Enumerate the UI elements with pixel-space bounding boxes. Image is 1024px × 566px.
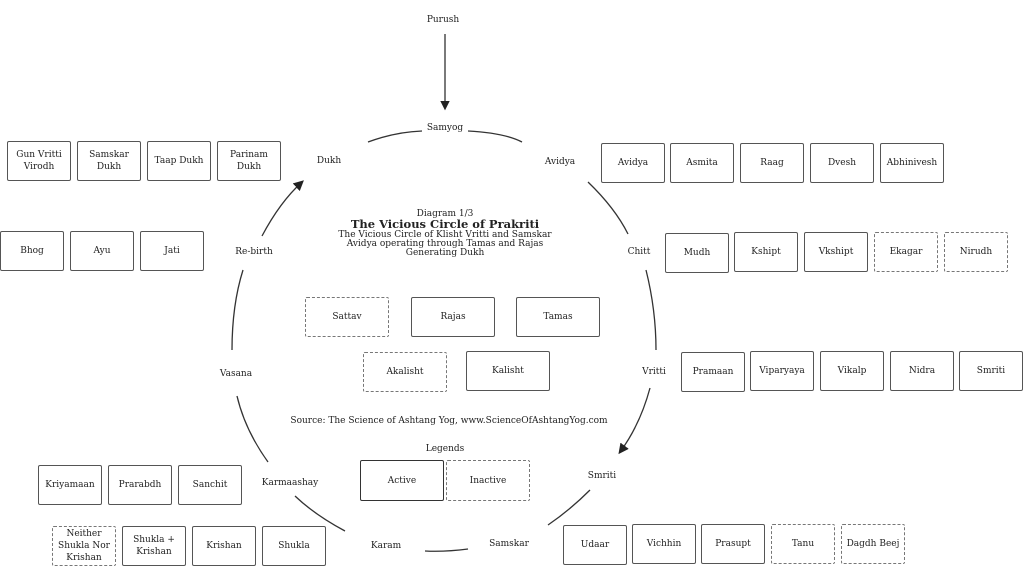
legend-active: Active: [360, 460, 444, 501]
dukh-box: Samskar Dukh: [77, 141, 141, 181]
label-samyog: Samyog: [426, 123, 464, 133]
label-purush: Purush: [426, 15, 460, 25]
guna-rajas: Rajas: [411, 297, 495, 337]
state-akalisht: Akalisht: [363, 352, 447, 392]
label-avidya: Avidya: [544, 157, 576, 167]
samskar-box: Tanu: [771, 524, 835, 564]
arc-samskar-karam: [424, 548, 469, 552]
label-dukh: Dukh: [316, 156, 342, 166]
label-karam: Karam: [370, 541, 402, 551]
subtitle-line-2: Avidya operating through Tamas and Rajas: [346, 239, 544, 249]
subtitle-line-3: Generating Dukh: [405, 248, 485, 258]
subtitle-line-1: The Vicious Circle of Klisht Vritti and …: [338, 230, 552, 240]
avidya-box: Dvesh: [810, 143, 874, 183]
chitt-box: Vkshipt: [804, 232, 868, 272]
rebirth-box: Jati: [140, 231, 204, 271]
arc-rebirth-dukh: [261, 180, 304, 237]
karam-box: Neither Shukla Nor Krishan: [52, 526, 116, 566]
avidya-box: Avidya: [601, 143, 665, 183]
rebirth-box: Bhog: [0, 231, 64, 271]
vritti-box: Nidra: [890, 351, 954, 391]
arc-avidya-chitt: [587, 181, 629, 235]
arc-samyog-avidya: [467, 130, 523, 143]
arc-vasana-rebirth: [231, 269, 244, 351]
label-rebirth: Re-birth: [235, 247, 273, 257]
arc-vritti-smriti: [618, 387, 651, 455]
arc-chitt-vritti: [645, 269, 657, 351]
karmaashay-box: Prarabdh: [108, 465, 172, 505]
chitt-box: Mudh: [665, 233, 729, 273]
diagram-title: The Vicious Circle of Prakriti: [350, 217, 540, 231]
karmaashay-box: Sanchit: [178, 465, 242, 505]
avidya-box: Raag: [740, 143, 804, 183]
label-karmaashay: Karmaashay: [261, 478, 319, 488]
arc-karmaashay-vasana: [236, 395, 269, 463]
label-smriti: Smriti: [587, 471, 617, 481]
label-samskar: Samskar: [489, 539, 529, 549]
dukh-box: Gun Vritti Virodh: [7, 141, 71, 181]
avidya-box: Asmita: [670, 143, 734, 183]
guna-sattav: Sattav: [305, 297, 389, 337]
source-text: Source: The Science of Ashtang Yog, www.…: [290, 416, 608, 426]
avidya-box: Abhinivesh: [880, 143, 944, 183]
vritti-box: Vikalp: [820, 351, 884, 391]
karam-box: Shukla + Krishan: [122, 526, 186, 566]
arc-dukh-samyog: [367, 130, 423, 143]
vritti-box: Pramaan: [681, 352, 745, 392]
legends-heading: Legends: [425, 444, 465, 454]
karam-box: Krishan: [192, 526, 256, 566]
arc-smriti-samskar: [547, 489, 591, 526]
dukh-box: Parinam Dukh: [217, 141, 281, 181]
diagram-number: Diagram 1/3: [416, 209, 474, 219]
chitt-box: Kshipt: [734, 232, 798, 272]
samskar-box: Udaar: [563, 525, 627, 565]
vritti-box: Smriti: [959, 351, 1023, 391]
samskar-box: Vichhin: [632, 524, 696, 564]
guna-tamas: Tamas: [516, 297, 600, 337]
label-chitt: Chitt: [627, 247, 651, 257]
karam-box: Shukla: [262, 526, 326, 566]
legend-inactive: Inactive: [446, 460, 530, 501]
state-kalisht: Kalisht: [466, 351, 550, 391]
samskar-box: Dagdh Beej: [841, 524, 905, 564]
arc-karam-karmaashay: [294, 495, 346, 532]
vritti-box: Viparyaya: [750, 351, 814, 391]
karmaashay-box: Kriyamaan: [38, 465, 102, 505]
label-vritti: Vritti: [642, 367, 666, 377]
chitt-box: Nirudh: [944, 232, 1008, 272]
dukh-box: Taap Dukh: [147, 141, 211, 181]
rebirth-box: Ayu: [70, 231, 134, 271]
chitt-box: Ekagar: [874, 232, 938, 272]
label-vasana: Vasana: [219, 369, 253, 379]
samskar-box: Prasupt: [701, 524, 765, 564]
